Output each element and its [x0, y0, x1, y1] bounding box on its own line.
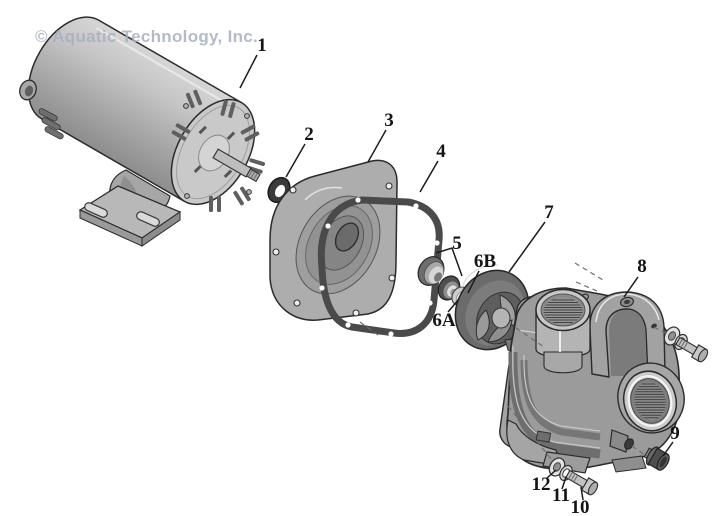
face-screw — [244, 113, 250, 119]
seal-bore — [334, 222, 360, 252]
guide-dash — [631, 445, 646, 456]
bolt — [675, 336, 709, 363]
guide-dash — [574, 262, 604, 281]
housing-drain-boss — [609, 429, 634, 453]
motor-part — [19, 16, 266, 247]
motor-shaft — [212, 148, 261, 183]
bolt-10 — [565, 469, 599, 496]
guide-dash — [575, 281, 598, 292]
callout-label-2: 2 — [304, 124, 314, 145]
callout-label-1: 1 — [257, 35, 267, 56]
impeller-part — [454, 264, 535, 355]
callout-label-6a: 6A — [432, 310, 456, 331]
leader-line-9 — [662, 441, 674, 457]
leader-line-11 — [561, 476, 567, 490]
callout-label-5: 5 — [452, 233, 462, 254]
callout-label-6b: 6B — [474, 251, 497, 272]
watermark-text: © Aquatic Technology, Inc. — [35, 27, 258, 46]
motor-base — [78, 169, 182, 247]
leader-line-4 — [419, 160, 439, 193]
leader-line-3 — [367, 129, 387, 163]
callout-label-12: 12 — [532, 474, 551, 495]
callout-label-4: 4 — [436, 141, 446, 162]
callout-label-10: 10 — [571, 497, 590, 516]
callout-label-8: 8 — [637, 256, 647, 277]
callout-label-3: 3 — [384, 110, 394, 131]
callout-labels: 1 2 3 4 5 6A 6B 7 8 9 10 11 12 — [257, 35, 680, 516]
leader-line-1 — [239, 54, 258, 89]
top-bolt-set — [663, 326, 709, 363]
housing-front-port — [617, 362, 685, 434]
bottom-bolt-set — [548, 457, 599, 496]
leader-bracket-5 — [435, 247, 463, 277]
housing-top-port — [535, 288, 591, 374]
leader-line-7 — [508, 221, 546, 273]
guide-dash — [515, 327, 545, 348]
impeller-hub — [491, 307, 511, 329]
leader-lines — [239, 54, 674, 501]
callout-label-11: 11 — [552, 485, 570, 506]
guide-dash — [653, 326, 668, 335]
face-screw — [183, 103, 189, 109]
guide-dash — [359, 321, 379, 336]
face-screw — [184, 193, 190, 199]
motor-side-vents — [19, 79, 64, 140]
leader-line-12 — [546, 469, 557, 479]
leader-line-10 — [580, 486, 584, 501]
guide-dash — [507, 405, 553, 461]
drain-plug-part — [643, 446, 670, 471]
leader-line-8 — [623, 276, 639, 298]
leader-line-6a — [447, 298, 460, 313]
housing-part — [499, 287, 685, 474]
leader-line-2 — [285, 143, 306, 178]
leader-line-6b — [467, 270, 480, 294]
dashed-guide-lines — [359, 262, 668, 461]
callout-label-7: 7 — [544, 202, 554, 223]
callout-label-9: 9 — [670, 423, 680, 444]
face-screw — [246, 189, 252, 195]
